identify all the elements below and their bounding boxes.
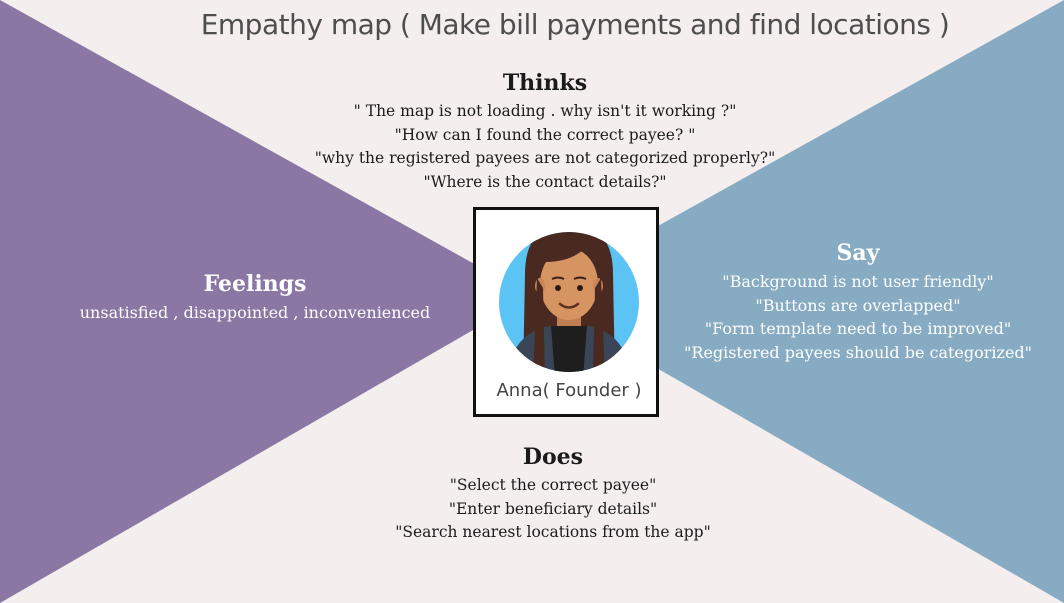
say-section: Say "Background is not user friendly" "B… xyxy=(662,240,1054,364)
thinks-line: " The map is not loading . why isn't it … xyxy=(353,102,737,120)
say-line: "Registered payees should be categorized… xyxy=(683,342,1033,362)
does-section: Does "Select the correct payee" "Enter b… xyxy=(253,444,853,545)
thinks-line: "Where is the contact details?" xyxy=(423,172,667,191)
woman-avatar-icon xyxy=(499,232,639,372)
say-quadrant-shape xyxy=(532,0,1064,603)
page-title: Empathy map ( Make bill payments and fin… xyxy=(200,8,950,41)
thinks-line: "why the registered payees are not categ… xyxy=(314,149,776,167)
say-line: "Buttons are overlapped" xyxy=(755,295,961,315)
thinks-section: Thinks " The map is not loading . why is… xyxy=(245,70,845,194)
does-heading: Does xyxy=(522,444,584,470)
does-line: "Search nearest locations from the app" xyxy=(395,523,711,541)
say-line: "Form template need to be improved" xyxy=(704,319,1012,338)
feelings-line: unsatisfied , disappointed , inconvenien… xyxy=(79,303,431,322)
persona-name: Anna( Founder ) xyxy=(496,380,642,401)
thinks-line: "How can I found the correct payee? " xyxy=(394,125,696,144)
say-heading: Say xyxy=(836,240,880,266)
does-line: "Enter beneficiary details" xyxy=(448,499,658,518)
feelings-section: Feelings unsatisfied , disappointed , in… xyxy=(40,271,470,325)
persona-card: Anna( Founder ) xyxy=(473,207,659,417)
thinks-heading: Thinks xyxy=(502,70,588,96)
feelings-quadrant-shape xyxy=(0,0,532,603)
does-line: "Select the correct payee" xyxy=(449,476,657,494)
feelings-heading: Feelings xyxy=(203,271,307,297)
say-line: "Background is not user friendly" xyxy=(722,272,994,291)
